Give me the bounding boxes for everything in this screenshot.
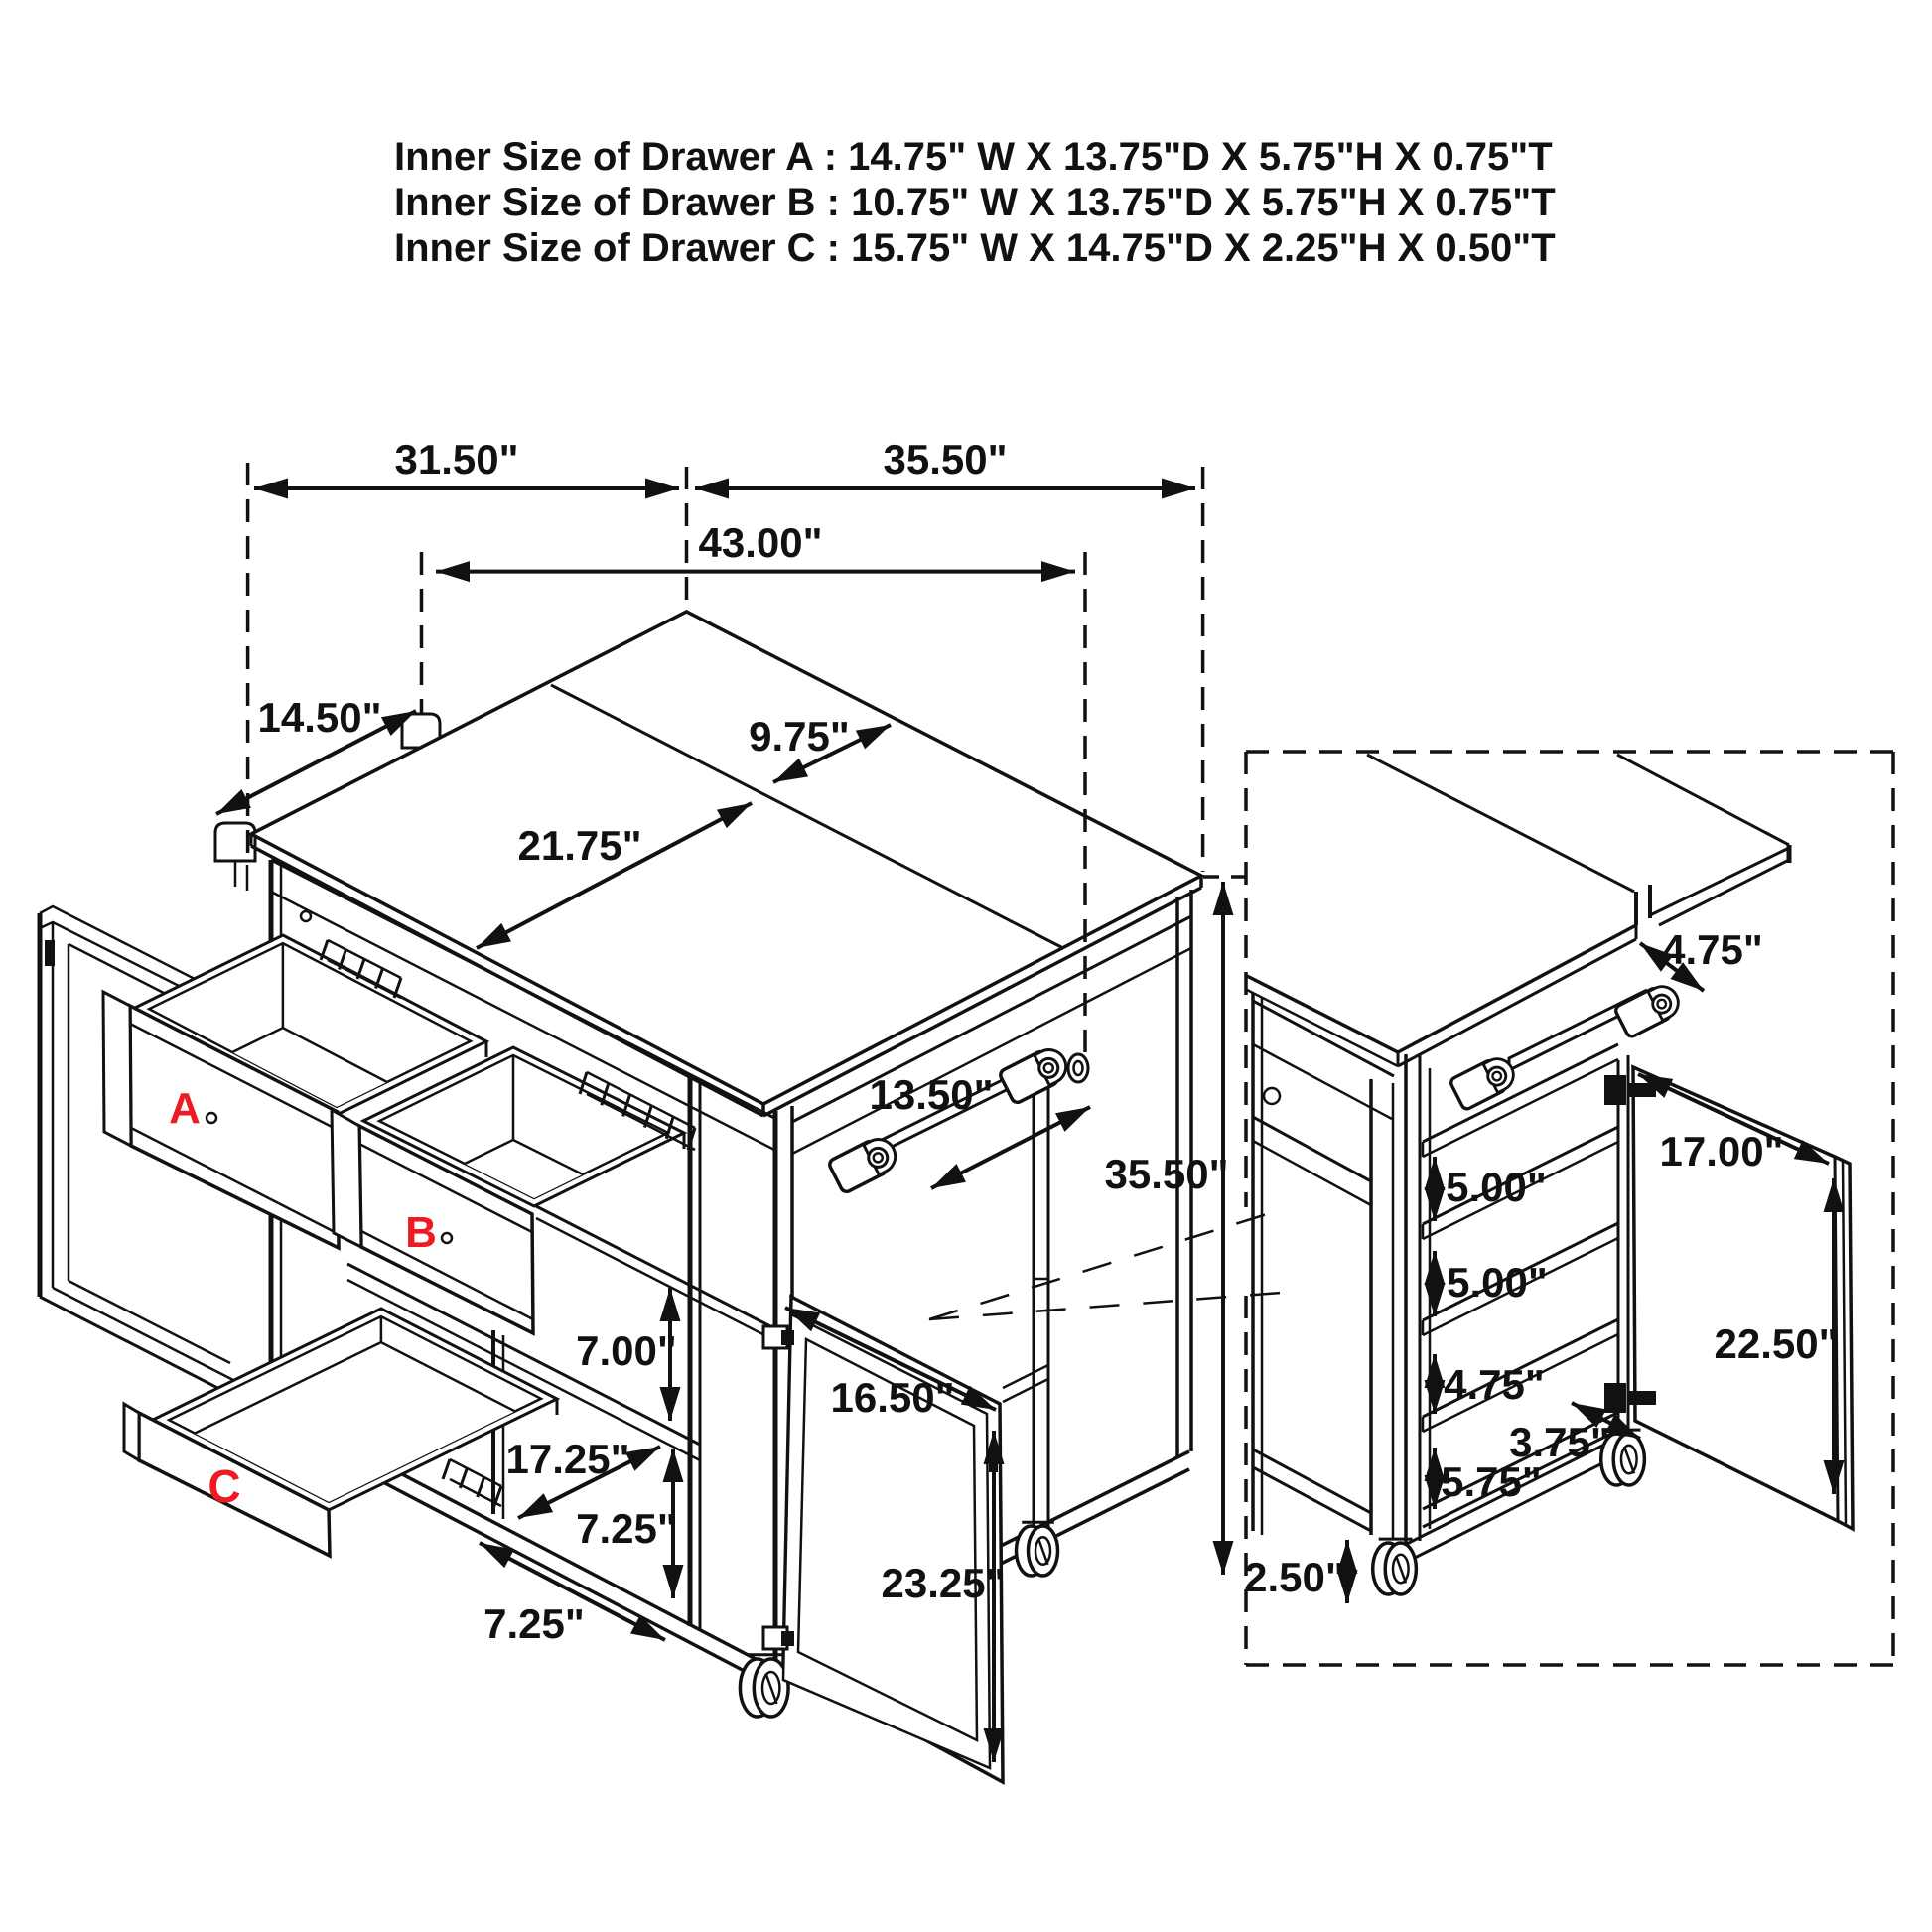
svg-text:21.75": 21.75"	[517, 822, 641, 869]
svg-text:9.75": 9.75"	[749, 713, 850, 759]
svg-text:23.25": 23.25"	[881, 1560, 1005, 1606]
svg-text:16.50": 16.50"	[830, 1374, 954, 1421]
svg-text:5.00": 5.00"	[1447, 1259, 1548, 1306]
svg-text:5.75": 5.75"	[1441, 1458, 1542, 1505]
svg-text:31.50": 31.50"	[394, 436, 518, 483]
svg-text:13.50": 13.50"	[869, 1071, 993, 1118]
svg-text:7.00": 7.00"	[576, 1327, 677, 1374]
svg-text:Inner Size of Drawer C : 15.75: Inner Size of Drawer C : 15.75" W X 14.7…	[394, 226, 1556, 270]
svg-text:4.75": 4.75"	[1444, 1361, 1545, 1408]
svg-text:17.00": 17.00"	[1659, 1128, 1783, 1174]
svg-text:35.50": 35.50"	[1104, 1151, 1228, 1197]
svg-text:A: A	[169, 1084, 201, 1133]
svg-text:43.00": 43.00"	[698, 519, 822, 566]
svg-text:4.75": 4.75"	[1662, 926, 1763, 973]
svg-text:3.75": 3.75"	[1509, 1419, 1610, 1465]
svg-text:35.50": 35.50"	[883, 436, 1007, 483]
svg-text:B: B	[405, 1208, 437, 1257]
svg-text:7.25": 7.25"	[576, 1505, 677, 1552]
svg-text:Inner Size of Drawer A : 14.75: Inner Size of Drawer A : 14.75" W X 13.7…	[394, 135, 1553, 179]
svg-text:C: C	[207, 1460, 240, 1512]
svg-text:14.50": 14.50"	[257, 694, 381, 741]
svg-text:5.00": 5.00"	[1446, 1164, 1547, 1210]
svg-text:7.25": 7.25"	[483, 1600, 585, 1647]
svg-text:17.25": 17.25"	[505, 1436, 629, 1482]
svg-text:2.50": 2.50"	[1244, 1554, 1345, 1600]
svg-text:22.50": 22.50"	[1714, 1320, 1838, 1367]
svg-text:Inner Size of Drawer B : 10.75: Inner Size of Drawer B : 10.75" W X 13.7…	[394, 181, 1556, 224]
